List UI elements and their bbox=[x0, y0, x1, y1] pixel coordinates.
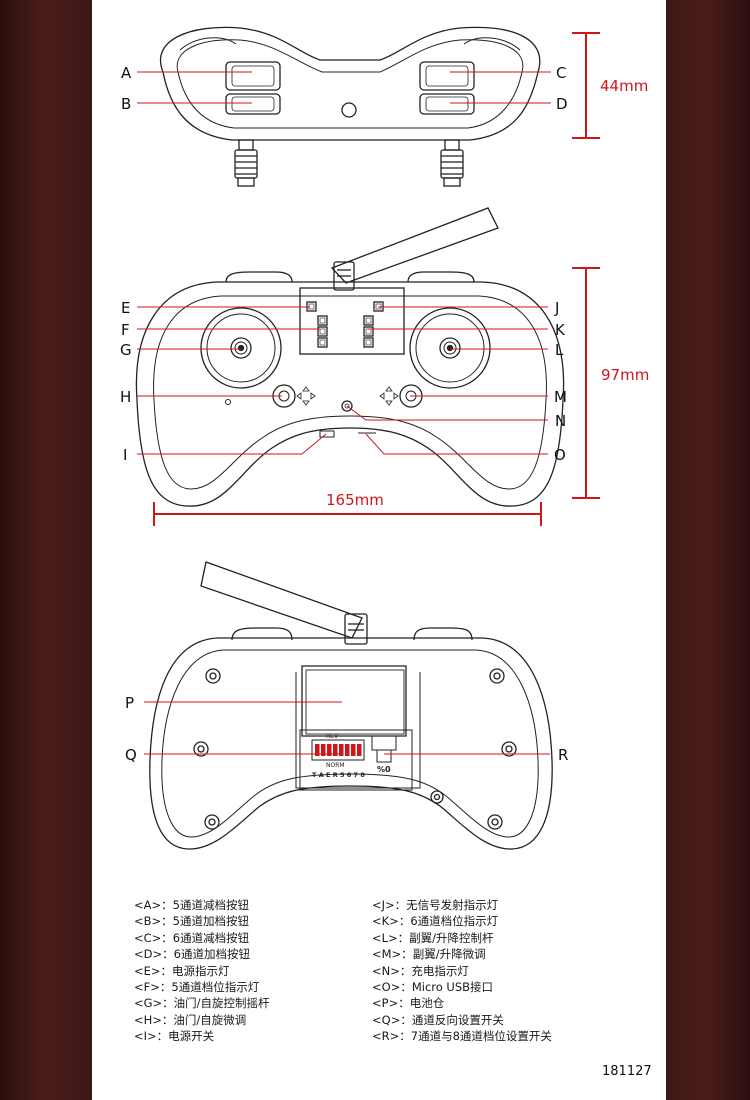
dim-height-top: 44mm bbox=[600, 77, 648, 95]
callout-l: L bbox=[555, 341, 564, 359]
legend-item: <M>：副翼/升降微调 bbox=[372, 947, 486, 962]
back-body-outline bbox=[149, 637, 553, 850]
front-antenna bbox=[330, 207, 499, 291]
callout-c: C bbox=[556, 64, 566, 82]
dip-switch-panel bbox=[299, 729, 413, 791]
legend-item: <H>：油门/自旋微调 bbox=[134, 1012, 247, 1027]
ch6-leds-k bbox=[363, 315, 374, 348]
callout-j: J bbox=[554, 299, 559, 317]
callout-k: K bbox=[555, 321, 566, 339]
back-body-inner bbox=[161, 649, 539, 838]
dip-label-norm: NORM bbox=[326, 762, 345, 769]
callout-r: R bbox=[558, 746, 568, 764]
button-b-shape bbox=[225, 93, 281, 115]
diagram-sheet bbox=[92, 0, 666, 1100]
legend-item: <R>：7通道与8通道档位设置开关 bbox=[372, 1029, 552, 1044]
back-shoulder-left bbox=[231, 627, 293, 641]
callout-f: F bbox=[121, 321, 130, 339]
callout-d: D bbox=[556, 95, 568, 113]
callout-a: A bbox=[121, 64, 132, 82]
legend-item: <Q>：通道反向设置开关 bbox=[372, 1012, 504, 1027]
legend-item: <G>：油门/自旋控制摇杆 bbox=[134, 996, 270, 1011]
power-switch-i bbox=[319, 430, 335, 438]
charge-led-n bbox=[341, 400, 353, 412]
dip-switch-q bbox=[311, 739, 365, 761]
callout-b: B bbox=[121, 95, 131, 113]
ch5-leds-f bbox=[317, 315, 328, 348]
legend-item: <K>：6通道档位指示灯 bbox=[372, 914, 499, 929]
legend-item: <D>：6通道加档按钮 bbox=[134, 947, 250, 962]
legend-item: <E>：电源指示灯 bbox=[134, 963, 230, 978]
legend-item: <O>：Micro USB接口 bbox=[372, 979, 494, 994]
dip-label-channels: T A E R 5 6 7 8 bbox=[312, 771, 365, 779]
callout-n: N bbox=[555, 412, 566, 430]
top-view bbox=[160, 26, 541, 187]
callout-o: O bbox=[554, 446, 566, 464]
legend-right: <J>：无信号发射指示灯 <K>：6通道档位指示灯 <L>：副翼/升降控制杆 <… bbox=[372, 897, 552, 1045]
top-view-center-hole bbox=[341, 102, 357, 118]
top-view-grip-left bbox=[179, 37, 237, 51]
callout-e: E bbox=[121, 299, 130, 317]
front-display-panel bbox=[299, 287, 405, 355]
front-body-outline bbox=[135, 281, 565, 507]
legend-item: <N>：充电指示灯 bbox=[372, 963, 469, 978]
switch-label: %0 bbox=[377, 765, 391, 774]
legend-item: <L>：副翼/升降控制杆 bbox=[372, 930, 494, 945]
top-view-inner-rim bbox=[176, 39, 524, 129]
screw-holes bbox=[193, 668, 517, 830]
dim-height-front: 97mm bbox=[601, 366, 649, 384]
front-body-inner bbox=[153, 295, 547, 490]
top-view-body bbox=[160, 26, 541, 141]
callout-q: Q bbox=[125, 746, 137, 764]
legend-item: <I>：电源开关 bbox=[134, 1029, 215, 1044]
top-view-stick-left bbox=[234, 139, 258, 187]
button-a-shape bbox=[225, 61, 281, 91]
callout-g: G bbox=[120, 341, 132, 359]
battery-bay-p bbox=[301, 665, 407, 737]
callout-p: P bbox=[125, 694, 134, 712]
top-view-stick-right bbox=[440, 139, 464, 187]
front-view bbox=[135, 207, 565, 507]
legend-item: <P>：电池仓 bbox=[372, 996, 445, 1011]
legend-left: <A>：5通道减档按钮 <B>：5通道加档按钮 <C>：6通道减档按钮 <D>：… bbox=[134, 897, 270, 1045]
right-stick-l bbox=[409, 307, 491, 389]
front-shoulder-left bbox=[225, 271, 293, 283]
front-shoulder-right bbox=[407, 271, 475, 283]
button-c-shape bbox=[419, 61, 475, 91]
legend-item: <J>：无信号发射指示灯 bbox=[372, 898, 499, 912]
dimension-lines bbox=[153, 32, 600, 526]
button-d-shape bbox=[419, 93, 475, 115]
callout-h: H bbox=[120, 388, 131, 406]
callout-m: M bbox=[554, 388, 567, 406]
reference-code: 181127 bbox=[602, 1064, 652, 1079]
dip-label-rev: REV bbox=[326, 733, 339, 740]
legend-item: <F>：5通道档位指示灯 bbox=[134, 979, 260, 994]
left-stick-g bbox=[200, 307, 282, 389]
leader-lines bbox=[137, 71, 551, 755]
back-antenna bbox=[200, 561, 368, 645]
top-view-grip-right bbox=[463, 37, 521, 51]
legend-item: <C>：6通道减档按钮 bbox=[134, 930, 250, 945]
callout-i: I bbox=[123, 446, 127, 464]
back-view bbox=[149, 561, 553, 850]
ch78-switch-r bbox=[371, 735, 397, 763]
front-small-hole bbox=[225, 399, 231, 405]
dim-width-front: 165mm bbox=[326, 491, 384, 509]
legend-item: <B>：5通道加档按钮 bbox=[134, 914, 249, 929]
back-shoulder-right bbox=[413, 627, 473, 641]
legend-item: <A>：5通道减档按钮 bbox=[134, 898, 249, 912]
